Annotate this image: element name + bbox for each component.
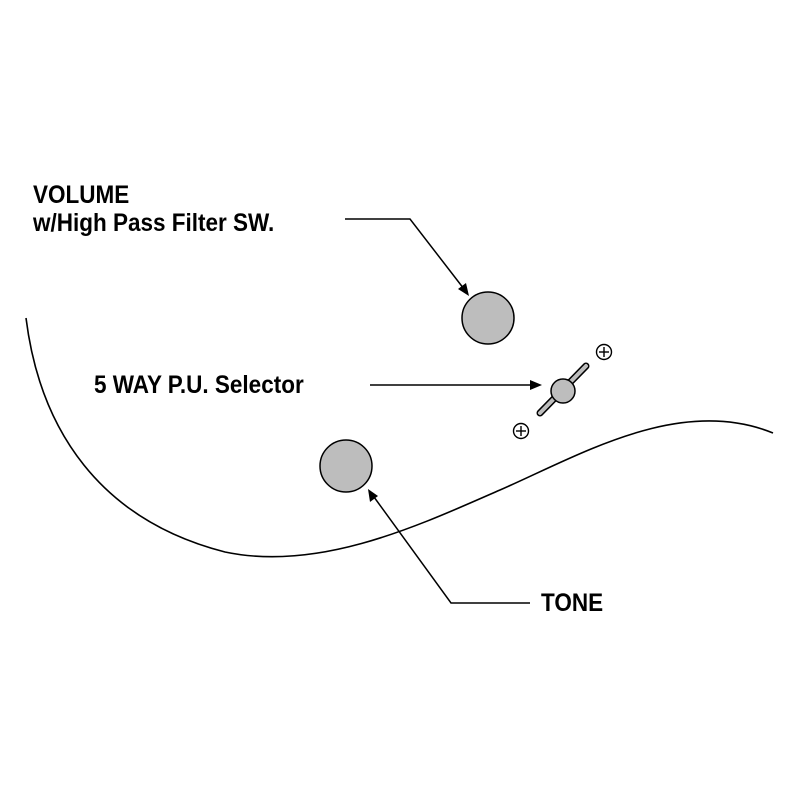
volume-label-line2: w/High Pass Filter SW. xyxy=(33,209,275,237)
volume-label-line1: VOLUME xyxy=(33,181,130,209)
tone-label: TONE xyxy=(541,589,604,617)
screw-icon xyxy=(595,343,613,361)
selector-tip xyxy=(550,378,576,404)
pickup-selector-switch xyxy=(512,343,613,440)
tone-leader-arrow xyxy=(368,489,530,604)
tone-knob xyxy=(319,439,373,493)
screw-icon xyxy=(512,422,530,440)
selector-leader-arrow xyxy=(370,380,542,390)
volume-knob xyxy=(461,291,515,345)
body-outline xyxy=(25,317,774,558)
volume-label: VOLUME w/High Pass Filter SW. xyxy=(33,181,274,237)
pickup-selector-label: 5 WAY P.U. Selector xyxy=(94,371,304,399)
volume-leader-arrow xyxy=(345,218,469,296)
